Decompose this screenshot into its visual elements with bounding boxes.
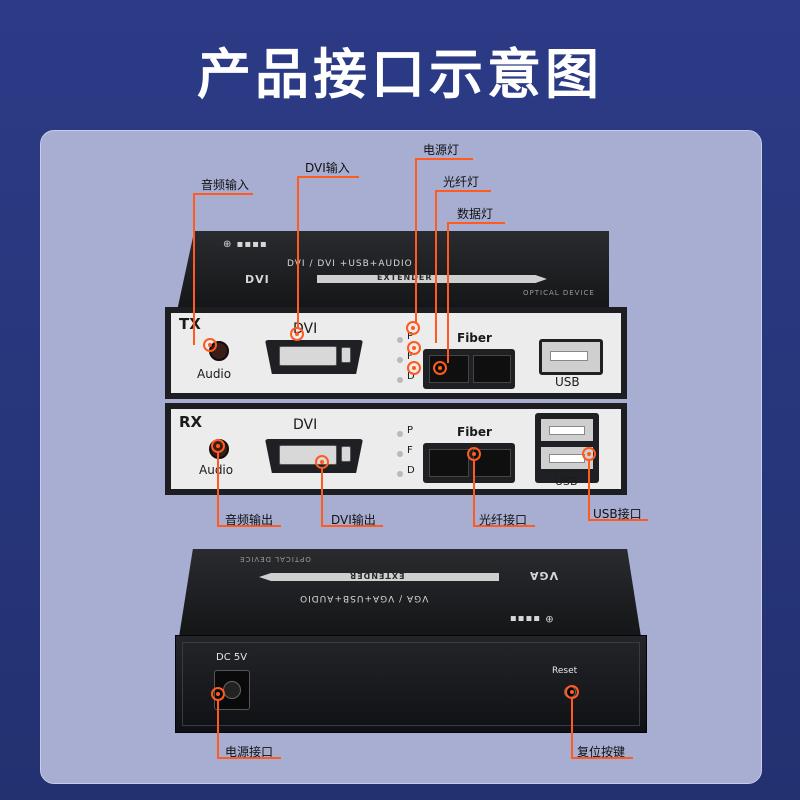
callout-usb-port: USB接口 [593, 507, 642, 521]
tx-lid-optical: OPTICAL DEVICE [523, 289, 595, 297]
callout-dvi-input: DVI输入 [305, 161, 350, 175]
rear-lid: OPTICAL DEVICE EXTENDER VGA VGA / VGA+US… [179, 549, 641, 637]
rx-led-d-label: D [407, 465, 415, 476]
diagram-panel: ⊕ ▪▪▪▪ DVI / DVI +USB+AUDIO DVI EXTENDER… [40, 130, 762, 784]
reset-label: Reset [552, 666, 578, 676]
rx-fiber-port [423, 443, 515, 483]
tx-usb-label: USB [555, 375, 580, 389]
audio-output-marker [211, 439, 225, 453]
tx-led-p [397, 337, 403, 343]
callout-audio-input: 音频输入 [201, 178, 250, 192]
rx-led-p-label: P [407, 425, 414, 436]
tx-front-panel: TX Audio DVI P F D Fiber USB [165, 307, 627, 399]
callout-power-led: 电源灯 [423, 143, 460, 157]
rx-usb-label: USB [555, 475, 578, 488]
callout-dvi-output: DVI输出 [331, 513, 376, 527]
tx-lid: ⊕ ▪▪▪▪ DVI / DVI +USB+AUDIO DVI EXTENDER… [177, 231, 609, 311]
tx-led-d-label: D [407, 371, 415, 382]
tx-dvi-port [265, 340, 363, 374]
power-port-marker [211, 687, 225, 701]
rear-lid-optical: OPTICAL DEVICE [239, 555, 311, 563]
rx-led-f [397, 451, 403, 457]
rx-led-d [397, 471, 403, 477]
rx-led-f-label: F [407, 445, 413, 456]
tx-fiber-label: Fiber [457, 331, 492, 345]
rear-panel: DC 5V Reset [175, 635, 647, 733]
tx-led-d [397, 377, 403, 383]
rx-dvi-label: DVI [293, 417, 318, 433]
tx-led-f-label: F [407, 351, 413, 362]
power-led-marker [406, 321, 420, 335]
rx-front-panel: RX Audio DVI P F D Fiber USB [165, 403, 627, 495]
callout-data-led: 数据灯 [457, 207, 494, 221]
callout-reset-button: 复位按键 [577, 745, 626, 759]
callout-power-port: 电源接口 [225, 745, 274, 759]
tx-led-p-label: P [407, 331, 414, 342]
audio-input-marker [203, 338, 217, 352]
rear-panel-inset [182, 642, 640, 726]
page-title: 产品接口示意图 [197, 43, 603, 106]
tx-fiber-marker [433, 361, 447, 375]
rear-lid-arrow [259, 573, 499, 581]
callout-fiber-port: 光纤接口 [479, 513, 528, 527]
rx-led-p [397, 431, 403, 437]
rx-tag: RX [179, 413, 203, 431]
fiber-led-marker [407, 341, 421, 355]
reset-button-marker [565, 685, 579, 699]
callout-fiber-led: 光纤灯 [443, 175, 480, 189]
callout-audio-output: 音频输出 [225, 513, 274, 527]
dc-label: DC 5V [216, 652, 248, 663]
tx-led-f [397, 357, 403, 363]
tx-lid-brand: ⊕ ▪▪▪▪ [223, 239, 268, 250]
tx-lid-extender: EXTENDER [377, 273, 433, 282]
rx-audio-label: Audio [199, 463, 233, 477]
tx-audio-label: Audio [197, 367, 232, 381]
rear-lid-extender: EXTENDER [349, 571, 405, 580]
rear-lid-line1: VGA / VGA+USB+AUDIO [299, 593, 429, 603]
rx-fiber-label: Fiber [457, 425, 492, 439]
tx-lid-arrow [317, 275, 547, 283]
tx-tag: TX [179, 315, 201, 333]
dvi-input-marker [290, 327, 304, 341]
rear-lid-brand: ⊕ ▪▪▪▪ [509, 613, 554, 624]
data-led-marker [407, 361, 421, 375]
tx-lid-model: DVI [245, 273, 270, 286]
rx-dvi-port [265, 439, 363, 473]
usb-port-marker [582, 447, 596, 461]
tx-usb-port [539, 339, 603, 375]
dvi-output-marker [315, 455, 329, 469]
rear-lid-model: VGA [529, 569, 559, 582]
tx-lid-line1: DVI / DVI +USB+AUDIO [287, 259, 413, 269]
fiber-port-marker [467, 447, 481, 461]
